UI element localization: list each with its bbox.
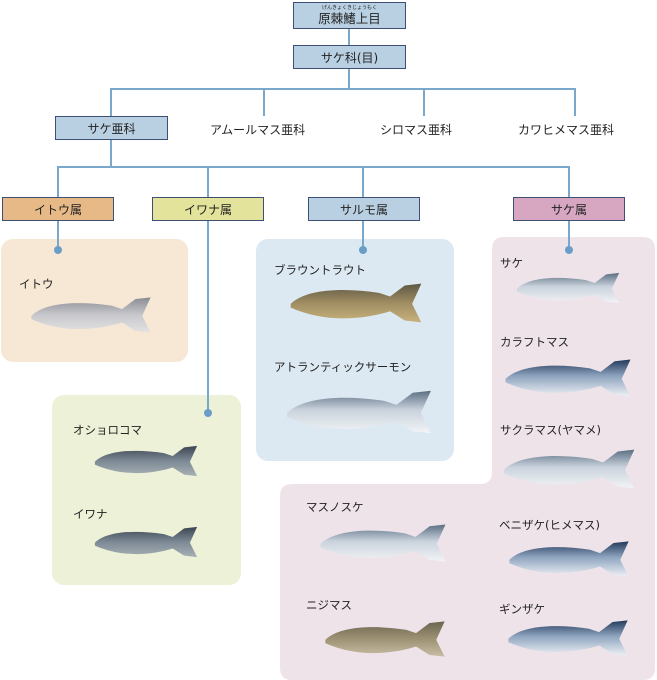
connector-line	[57, 166, 570, 168]
fish-image-atlantic-salmon	[283, 385, 435, 439]
genus-label: サケ属	[550, 202, 587, 217]
fish-image-karafutomasu	[495, 356, 641, 400]
species-label-iwana: イワナ	[73, 507, 108, 521]
connector-line	[263, 88, 265, 116]
fish-image-masunosuke	[308, 521, 458, 565]
genus-salvelinus-node: イワナ属	[152, 197, 264, 221]
fish-image-oshorokoma	[72, 443, 220, 479]
connector-dot	[54, 246, 62, 254]
fish-image-sake	[496, 270, 640, 306]
connector-line	[362, 166, 364, 197]
subfamily-label: サケ亜科	[87, 121, 136, 136]
species-label-karafutomasu: カラフトマス	[500, 335, 569, 349]
fish-image-ginzake	[496, 617, 640, 659]
fish-image-nijimasu	[311, 618, 459, 660]
species-label-ito: イトウ	[19, 277, 54, 291]
species-label-masunosuke: マスノスケ	[306, 500, 364, 514]
connector-dot	[359, 246, 367, 254]
order-node: サケ科(目)	[293, 45, 406, 69]
species-label-atlantic-salmon: アトランティックサーモン	[274, 360, 412, 374]
species-label-brown-trout: ブラウントラウト	[274, 263, 366, 277]
fish-image-ito	[16, 294, 166, 336]
fish-image-benizake	[497, 538, 641, 580]
connector-line	[348, 68, 350, 88]
panel-hucho	[1, 239, 188, 362]
connector-dot	[204, 409, 212, 417]
species-label-sake: サケ	[500, 256, 523, 270]
superorder-label: 原棘鰭上目	[318, 10, 381, 26]
species-label-nijimasu: ニジマス	[306, 598, 352, 612]
species-label-oshorokoma: オショロコマ	[73, 423, 142, 437]
genus-label: イワナ属	[183, 202, 232, 217]
connector-line	[568, 221, 570, 249]
superorder-node: げんきょくきじょうもく 原棘鰭上目	[293, 2, 406, 29]
superorder-ruby: げんきょくきじょうもく	[321, 4, 377, 11]
connector-line	[110, 140, 112, 167]
genus-salmo-node: サルモ属	[308, 197, 420, 221]
connector-line	[110, 88, 112, 116]
connector-line	[57, 166, 59, 197]
connector-line	[110, 88, 575, 90]
connector-line	[362, 221, 364, 249]
connector-line	[207, 221, 209, 412]
species-label-ginzake: ギンザケ	[499, 602, 545, 616]
fish-image-sakuramasu	[495, 446, 643, 492]
subfamily-salmoninae-node: サケ亜科	[55, 116, 168, 140]
connector-line	[568, 166, 570, 197]
fish-image-iwana	[71, 524, 221, 560]
subfamily-thymallinae: カワヒメマス亜科	[518, 123, 615, 137]
order-label: サケ科(目)	[320, 50, 379, 65]
species-label-sakuramasu: サクラマス(ヤマメ)	[500, 423, 601, 437]
connector-line	[574, 88, 576, 116]
genus-label: イトウ属	[33, 202, 82, 217]
connector-line	[348, 28, 350, 45]
genus-label: サルモ属	[339, 202, 388, 217]
genus-hucho-node: イトウ属	[2, 197, 114, 221]
subfamily-coregoninae: シロマス亜科	[380, 123, 453, 137]
connector-line	[423, 88, 425, 116]
connector-line	[207, 166, 209, 197]
connector-dot	[565, 246, 573, 254]
subfamily-amur: アムールマス亜科	[210, 123, 306, 137]
fish-image-brown-trout	[282, 280, 430, 326]
genus-oncorhynchus-node: サケ属	[513, 197, 625, 221]
connector-line	[57, 221, 59, 249]
species-label-benizake: ベニザケ(ヒメマス)	[499, 518, 600, 532]
